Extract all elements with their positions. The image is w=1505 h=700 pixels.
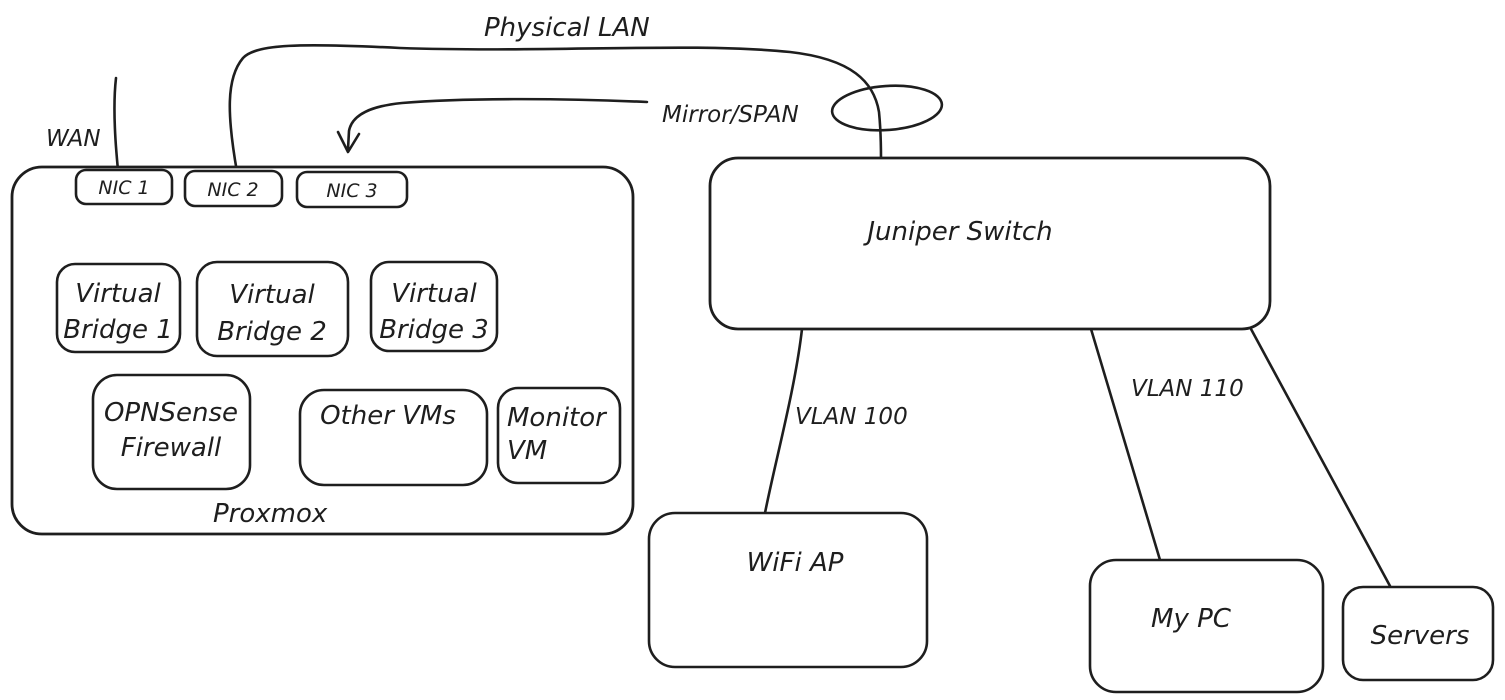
servers-box[interactable] xyxy=(1341,585,1495,682)
node-monitor-vm: Monitor VM xyxy=(496,386,622,485)
monitor-vm-box[interactable] xyxy=(496,386,622,485)
bridge1-label-line1: Virtual xyxy=(75,279,161,309)
nic1-label: NIC 1 xyxy=(98,177,149,199)
arrow-physical-lan[interactable] xyxy=(228,43,883,174)
edge-switch-mypc[interactable] xyxy=(1089,327,1162,562)
opnsense-label-line2: Firewall xyxy=(121,433,222,463)
edge-switch-servers[interactable] xyxy=(1249,327,1392,588)
node-wifi-ap: WiFi AP xyxy=(647,511,929,669)
annotations: WAN Physical LAN Mirror/SPAN VLAN 100 VL… xyxy=(46,13,1244,430)
other-vms-label: Other VMs xyxy=(320,401,456,431)
nic2-box[interactable] xyxy=(183,169,284,208)
mirror-span-label: Mirror/SPAN xyxy=(662,102,799,128)
vlan-110-label: VLAN 110 xyxy=(1131,376,1244,402)
node-nic3: NIC 3 xyxy=(295,170,409,209)
bridge3-box[interactable] xyxy=(369,260,499,353)
monitor-vm-label-line2: VM xyxy=(507,436,547,466)
bridge2-label-line1: Virtual xyxy=(229,280,315,310)
edge-switch-wifiap[interactable] xyxy=(763,327,804,515)
opnsense-box[interactable] xyxy=(91,373,252,491)
nic3-label: NIC 3 xyxy=(326,180,377,202)
bridge1-label-line2: Bridge 1 xyxy=(63,315,173,345)
juniper-switch-label: Juniper Switch xyxy=(862,217,1052,247)
nic1-box[interactable] xyxy=(74,168,174,206)
wifi-ap-label: WiFi AP xyxy=(747,548,844,578)
node-opnsense: OPNSense Firewall xyxy=(91,373,252,491)
other-vms-box[interactable] xyxy=(298,388,489,487)
bridge3-label-line1: Virtual xyxy=(391,279,477,309)
juniper-switch-box[interactable] xyxy=(708,156,1272,331)
bridge3-label-line2: Bridge 3 xyxy=(379,315,489,345)
my-pc-box[interactable] xyxy=(1088,558,1325,694)
monitor-vm-label-line1: Monitor xyxy=(507,403,608,433)
wan-label: WAN xyxy=(46,126,101,152)
node-nic1: NIC 1 xyxy=(74,168,174,206)
node-other-vms: Other VMs xyxy=(298,388,489,487)
vlan-100-label: VLAN 100 xyxy=(795,404,908,430)
bridge2-box[interactable] xyxy=(195,260,350,358)
opnsense-label-line1: OPNSense xyxy=(104,398,238,428)
node-my-pc: My PC xyxy=(1088,558,1325,694)
node-bridge2: Virtual Bridge 2 xyxy=(195,260,350,358)
node-nic2: NIC 2 xyxy=(183,169,284,208)
my-pc-label: My PC xyxy=(1151,604,1232,634)
nic3-box[interactable] xyxy=(295,170,409,209)
servers-label: Servers xyxy=(1371,621,1470,651)
mirror-tap-ellipse[interactable] xyxy=(830,82,944,134)
arrow-mirror-span[interactable] xyxy=(336,97,649,154)
wifi-ap-box[interactable] xyxy=(647,511,929,669)
nic2-label: NIC 2 xyxy=(207,179,258,201)
node-bridge1: Virtual Bridge 1 xyxy=(55,262,182,354)
proxmox-label: Proxmox xyxy=(213,499,328,529)
node-juniper-switch: Juniper Switch xyxy=(708,156,1272,331)
node-bridge3: Virtual Bridge 3 xyxy=(369,260,499,353)
bridge1-box[interactable] xyxy=(55,262,182,354)
bridge2-label-line2: Bridge 2 xyxy=(217,317,327,347)
physical-lan-label: Physical LAN xyxy=(484,13,650,43)
node-servers: Servers xyxy=(1341,585,1495,682)
